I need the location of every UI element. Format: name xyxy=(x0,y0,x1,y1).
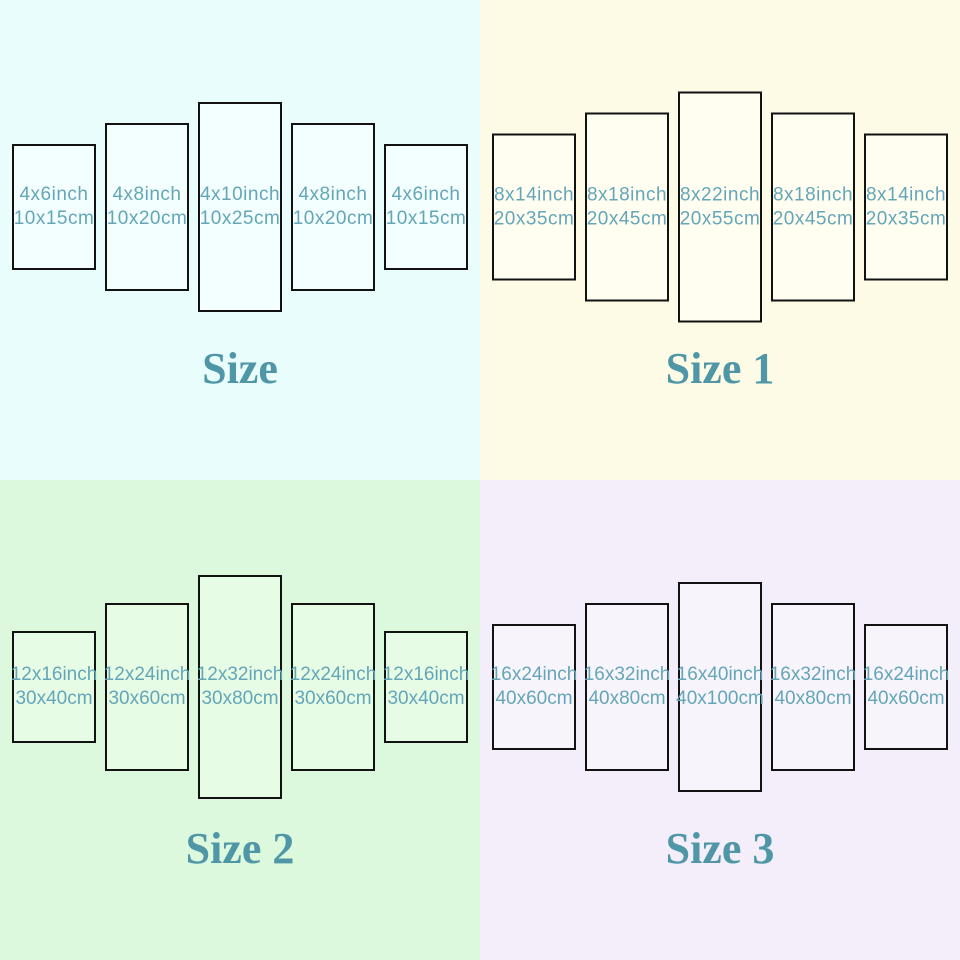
panel-size-cm: 10x20cm xyxy=(106,208,188,229)
panel-size-cm: 20x35cm xyxy=(493,208,575,229)
panel-size-cm: 40x60cm xyxy=(495,688,573,709)
panel-size-cm: 10x25cm xyxy=(199,208,281,229)
panel-size-cm: 40x100cm xyxy=(676,688,764,709)
panel-size-label: 16x24inch 40x60cm xyxy=(863,663,950,711)
panel-size-cm: 30x60cm xyxy=(108,688,186,709)
panel-size-cm: 20x45cm xyxy=(586,208,668,229)
canvas-panel: 8x18inch 20x45cm xyxy=(771,112,855,302)
panel-size-label: 4x6inch 10x15cm xyxy=(386,183,467,231)
panel-size-cm: 30x40cm xyxy=(387,688,465,709)
panel-size-inch: 12x16inch xyxy=(10,664,98,685)
canvas-panel: 8x22inch 20x55cm xyxy=(678,91,762,323)
panels-row: 16x24inch 40x60cm 16x32inch 40x80cm 16x40inc… xyxy=(480,582,960,792)
canvas-panel: 4x6inch 10x15cm xyxy=(12,144,96,270)
panel-size-cm: 10x15cm xyxy=(385,208,467,229)
panels-row: 4x6inch 10x15cm 4x8inch 10x20cm 4x10inch 10x2… xyxy=(0,102,480,312)
canvas-panel: 4x10inch 10x25cm xyxy=(198,102,282,312)
panel-size-label: 4x6inch 10x15cm xyxy=(14,183,95,231)
panel-size-inch: 4x8inch xyxy=(112,184,182,205)
canvas-panel: 16x32inch 40x80cm xyxy=(584,603,671,771)
canvas-panel: 12x24inch 30x60cm xyxy=(290,603,377,771)
panel-size-label: 12x16inch 30x40cm xyxy=(383,663,470,711)
quadrant-title: Size 2 xyxy=(185,824,295,873)
panel-size-label: 12x24inch 30x60cm xyxy=(104,663,191,711)
panel-size-inch: 8x18inch xyxy=(586,184,668,205)
panel-size-cm: 20x35cm xyxy=(865,208,947,229)
panel-size-cm: 30x80cm xyxy=(201,688,279,709)
panel-size-inch: 8x14inch xyxy=(865,184,947,205)
panel-size-inch: 16x40inch xyxy=(676,664,764,685)
panel-size-cm: 40x60cm xyxy=(867,688,945,709)
canvas-panel: 8x18inch 20x45cm xyxy=(585,112,669,302)
panel-size-inch: 16x24inch xyxy=(490,664,578,685)
canvas-panel: 8x14inch 20x35cm xyxy=(492,133,576,281)
panel-size-cm: 40x80cm xyxy=(588,688,666,709)
panel-size-label: 16x24inch 40x60cm xyxy=(491,663,578,711)
panel-size-label: 8x18inch 20x45cm xyxy=(773,183,854,231)
panel-size-cm: 30x40cm xyxy=(15,688,93,709)
panel-size-label: 4x8inch 10x20cm xyxy=(107,183,188,231)
canvas-panel: 8x14inch 20x35cm xyxy=(864,133,948,281)
panel-size-label: 12x24inch 30x60cm xyxy=(290,663,377,711)
canvas-panel: 4x6inch 10x15cm xyxy=(384,144,468,270)
panel-size-cm: 20x45cm xyxy=(772,208,854,229)
canvas-panel: 12x32inch 30x80cm xyxy=(197,575,284,799)
panel-size-cm: 20x55cm xyxy=(679,208,761,229)
panel-size-label: 4x8inch 10x20cm xyxy=(293,183,374,231)
panel-size-inch: 4x8inch xyxy=(298,184,368,205)
canvas-panel: 12x24inch 30x60cm xyxy=(104,603,191,771)
quadrant-title: Size 3 xyxy=(665,824,775,873)
panel-size-inch: 4x6inch xyxy=(391,184,461,205)
panel-size-label: 12x32inch 30x80cm xyxy=(197,663,284,711)
panel-size-cm: 10x15cm xyxy=(13,208,95,229)
panel-size-inch: 12x24inch xyxy=(289,664,377,685)
canvas-panel: 4x8inch 10x20cm xyxy=(105,123,189,291)
quadrant-size-3: 16x24inch 40x60cm 16x32inch 40x80cm 16x40inc… xyxy=(480,480,960,960)
panel-size-label: 8x22inch 20x55cm xyxy=(680,183,761,231)
panel-size-inch: 8x14inch xyxy=(493,184,575,205)
panels-row: 12x16inch 30x40cm 12x24inch 30x60cm 12x32inc… xyxy=(0,575,480,799)
panel-size-inch: 4x10inch xyxy=(199,184,281,205)
canvas-panel: 12x16inch 30x40cm xyxy=(11,631,98,743)
panel-size-label: 8x18inch 20x45cm xyxy=(587,183,668,231)
quadrant-title: Size 1 xyxy=(665,344,775,393)
panel-size-inch: 4x6inch xyxy=(19,184,89,205)
panel-size-inch: 16x24inch xyxy=(862,664,950,685)
panel-size-label: 16x40inch 40x100cm xyxy=(676,663,764,711)
canvas-panel: 16x24inch 40x60cm xyxy=(491,624,578,750)
panel-size-cm: 30x60cm xyxy=(294,688,372,709)
panel-size-inch: 8x18inch xyxy=(772,184,854,205)
panel-size-label: 4x10inch 10x25cm xyxy=(200,183,281,231)
panel-size-inch: 12x32inch xyxy=(196,664,284,685)
panel-size-inch: 12x16inch xyxy=(382,664,470,685)
quadrant-title: Size xyxy=(202,344,278,393)
panel-size-label: 16x32inch 40x80cm xyxy=(770,663,857,711)
panel-size-cm: 10x20cm xyxy=(292,208,374,229)
quadrant-size-2: 12x16inch 30x40cm 12x24inch 30x60cm 12x32inc… xyxy=(0,480,480,960)
canvas-panel: 16x32inch 40x80cm xyxy=(770,603,857,771)
canvas-panel: 12x16inch 30x40cm xyxy=(383,631,470,743)
quadrant-size: 4x6inch 10x15cm 4x8inch 10x20cm 4x10inch 10x2… xyxy=(0,0,480,480)
panel-size-label: 12x16inch 30x40cm xyxy=(11,663,98,711)
panel-size-inch: 16x32inch xyxy=(583,664,671,685)
canvas-panel: 4x8inch 10x20cm xyxy=(291,123,375,291)
panel-size-cm: 40x80cm xyxy=(774,688,852,709)
panel-size-inch: 8x22inch xyxy=(679,184,761,205)
panel-size-label: 8x14inch 20x35cm xyxy=(494,183,575,231)
panel-size-label: 16x32inch 40x80cm xyxy=(584,663,671,711)
panels-row: 8x14inch 20x35cm 8x18inch 20x45cm 8x22inch 20… xyxy=(480,91,960,323)
panel-size-inch: 12x24inch xyxy=(103,664,191,685)
panel-size-label: 8x14inch 20x35cm xyxy=(866,183,947,231)
canvas-panel: 16x40inch 40x100cm xyxy=(676,582,764,792)
quadrant-size-1: 8x14inch 20x35cm 8x18inch 20x45cm 8x22inch 20… xyxy=(480,0,960,480)
canvas-panel: 16x24inch 40x60cm xyxy=(863,624,950,750)
panel-size-inch: 16x32inch xyxy=(769,664,857,685)
